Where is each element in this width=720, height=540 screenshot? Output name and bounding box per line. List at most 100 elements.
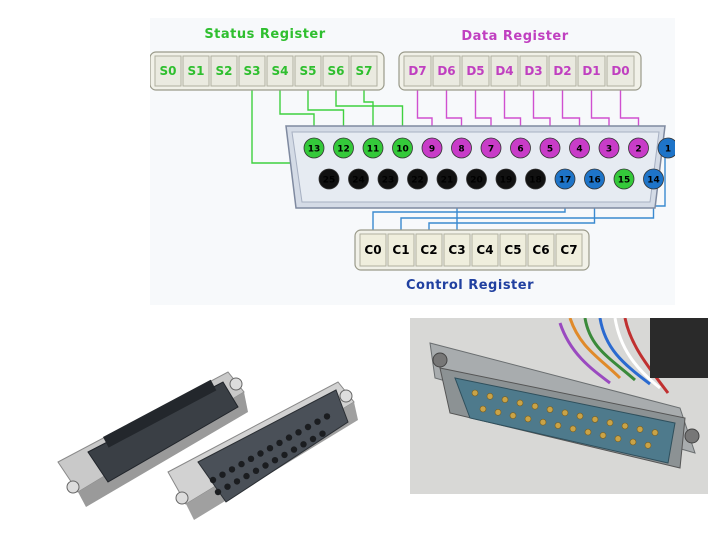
pin-22: 22	[407, 168, 428, 190]
pin-17: 17	[554, 168, 576, 190]
connector-pin	[539, 418, 547, 426]
connector-pin	[561, 409, 569, 417]
pin-label: 15	[618, 176, 631, 186]
connector-pin	[554, 422, 562, 429]
connector-pin	[501, 396, 509, 403]
status-register-cell: S4	[266, 55, 294, 87]
pin-label: 24	[352, 176, 365, 186]
socket-hole	[314, 418, 321, 425]
connector-pin	[524, 415, 532, 423]
control-register-cell: C6	[527, 233, 555, 267]
pin-9: 9	[421, 137, 443, 159]
control-register-cell: C2	[415, 233, 443, 267]
pin-7: 7	[480, 137, 502, 159]
pin-label: 10	[396, 145, 409, 155]
socket-hole	[214, 488, 222, 496]
pin-10: 10	[392, 137, 413, 159]
female-connector-image	[167, 381, 358, 520]
pin-label: 13	[308, 145, 321, 155]
socket-hole	[319, 430, 326, 437]
pin-label: 23	[382, 176, 395, 186]
data-register-bit-label: D3	[524, 64, 542, 78]
data-register-cell: D7	[403, 55, 432, 87]
status-register-bit-label: S6	[328, 64, 345, 78]
socket-hole	[257, 450, 264, 457]
connector-pin	[606, 419, 614, 426]
pin-1: 1	[657, 137, 675, 159]
socket-hole	[224, 483, 231, 490]
pin-label: 20	[470, 176, 483, 186]
status-register-cell: S1	[182, 55, 210, 87]
diagram-canvas: Status Register Data Register Control Re…	[150, 27, 675, 293]
data-register-cell: D1	[577, 55, 606, 87]
pin-label: 21	[441, 176, 454, 186]
pin-label: 22	[411, 176, 424, 186]
connector-pin	[591, 416, 599, 423]
connector-pin	[584, 428, 592, 436]
data-register-bit-label: D5	[466, 64, 484, 78]
socket-hole	[309, 435, 317, 443]
connector-pin	[614, 435, 622, 442]
control-register-title: Control Register	[406, 278, 534, 293]
control-register-bit-label: C5	[504, 243, 521, 257]
wired-db25-photo	[410, 317, 708, 494]
data-register-bit-label: D6	[437, 64, 455, 78]
pin-label: 16	[588, 176, 601, 186]
pin-label: 25	[323, 176, 336, 186]
connector-pin	[569, 425, 577, 433]
status-wire	[363, 90, 374, 138]
connector-shell-image	[429, 342, 700, 469]
control-register-cell: C3	[443, 233, 471, 267]
status-register-cell: S3	[238, 55, 266, 87]
status-register-cell: S5	[294, 55, 322, 87]
connector-pin	[644, 442, 652, 449]
pin-13: 13	[303, 137, 325, 159]
connector-pin	[509, 412, 517, 419]
data-register-cell: D5	[461, 55, 490, 87]
control-register-cell: C1	[387, 233, 415, 267]
pin-label: 1	[665, 145, 671, 155]
socket-hole	[243, 472, 250, 480]
control-register-bit-label: C3	[448, 243, 465, 257]
connector-pin	[516, 399, 524, 407]
pin-14: 14	[643, 168, 664, 190]
socket-hole	[209, 476, 217, 484]
data-register-bit-label: D4	[495, 64, 513, 78]
socket-hole	[290, 446, 298, 453]
parallel-port-register-diagram: Status Register Data Register Control Re…	[150, 18, 675, 305]
connector-pin	[494, 409, 502, 416]
control-register-cell: C0	[359, 233, 387, 267]
pin-18: 18	[525, 168, 546, 190]
pin-25: 25	[318, 168, 340, 190]
data-register-cell: D4	[490, 55, 519, 87]
status-register-cell: S2	[210, 55, 238, 87]
pin-23: 23	[377, 168, 399, 190]
pin-label: 17	[559, 176, 572, 186]
pin-2: 2	[628, 137, 649, 159]
data-register-cell: D0	[606, 55, 635, 87]
status-register-cell: S0	[154, 55, 182, 87]
socket-hole	[304, 423, 312, 431]
socket-hole	[300, 441, 307, 448]
pin-19: 19	[495, 168, 517, 190]
data-register-bit-label: D7	[408, 64, 426, 78]
connector-pin	[531, 402, 539, 410]
pin-4: 4	[569, 137, 590, 159]
socket-hole	[233, 478, 241, 485]
control-register-bit-label: C7	[560, 243, 577, 257]
connector-pin	[479, 405, 487, 413]
pin-label: 7	[488, 145, 494, 155]
socket-hole	[219, 471, 226, 478]
pin-3: 3	[598, 137, 620, 159]
pin-label: 6	[517, 145, 523, 155]
pin-label: 3	[606, 145, 612, 155]
data-register-bit-label: D2	[553, 64, 571, 78]
pin-11: 11	[362, 137, 384, 159]
connector-pin	[471, 389, 479, 397]
socket-hole	[295, 429, 302, 436]
socket-hole	[252, 467, 260, 474]
connector-pin	[576, 412, 584, 420]
pin-label: 11	[367, 145, 380, 155]
